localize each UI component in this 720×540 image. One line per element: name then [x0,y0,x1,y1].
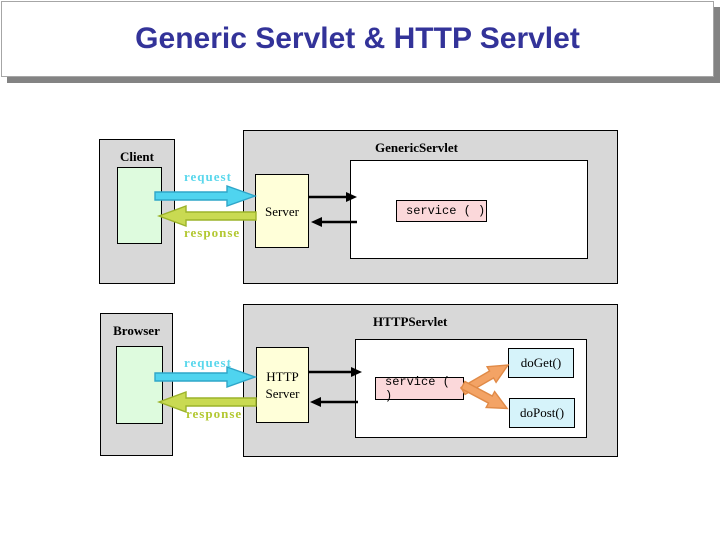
dopost-label: doPost() [519,405,565,420]
client-box: Client [99,139,175,284]
http-request-label: request [184,355,232,370]
http-servlet-to-server-arrow [310,397,358,407]
browser-label: Browser [113,323,160,338]
http-server-label-line1: HTTP [266,369,299,384]
doget-label: doGet() [520,355,562,370]
servlet-to-server-arrow [311,217,357,227]
http-response-arrow [156,390,257,414]
request-arrow [154,185,258,207]
http-server-box: HTTP Server [256,347,309,423]
dopost-box: doPost() [509,398,575,428]
page-title: Generic Servlet & HTTP Servlet [135,22,580,55]
client-label: Client [120,149,154,164]
http-server-to-servlet-arrow [308,367,362,377]
doget-box: doGet() [508,348,574,378]
http-server-label-line2: Server [265,386,300,401]
browser-screen [116,346,163,424]
client-screen [117,167,162,244]
http-service-method-label: service ( ) [385,374,450,403]
http-response-label: response [186,406,243,421]
generic-service-method-label: service ( ) [406,204,486,218]
generic-service-method-box: service ( ) [396,200,487,222]
response-label: response [184,225,241,240]
response-arrow [156,204,257,228]
request-label: request [184,169,232,184]
http-request-arrow [154,366,258,388]
dopost-arrow [460,380,509,410]
server-to-servlet-arrow [309,192,357,202]
title-bar: Generic Servlet & HTTP Servlet [1,1,714,77]
http-servlet-label: HTTPServlet [373,314,448,329]
generic-servlet-label: GenericServlet [375,140,459,155]
server-box: Server [255,174,309,248]
browser-box: Browser [100,313,173,456]
server-label: Server [265,203,299,219]
http-service-method-box: service ( ) [375,374,464,403]
